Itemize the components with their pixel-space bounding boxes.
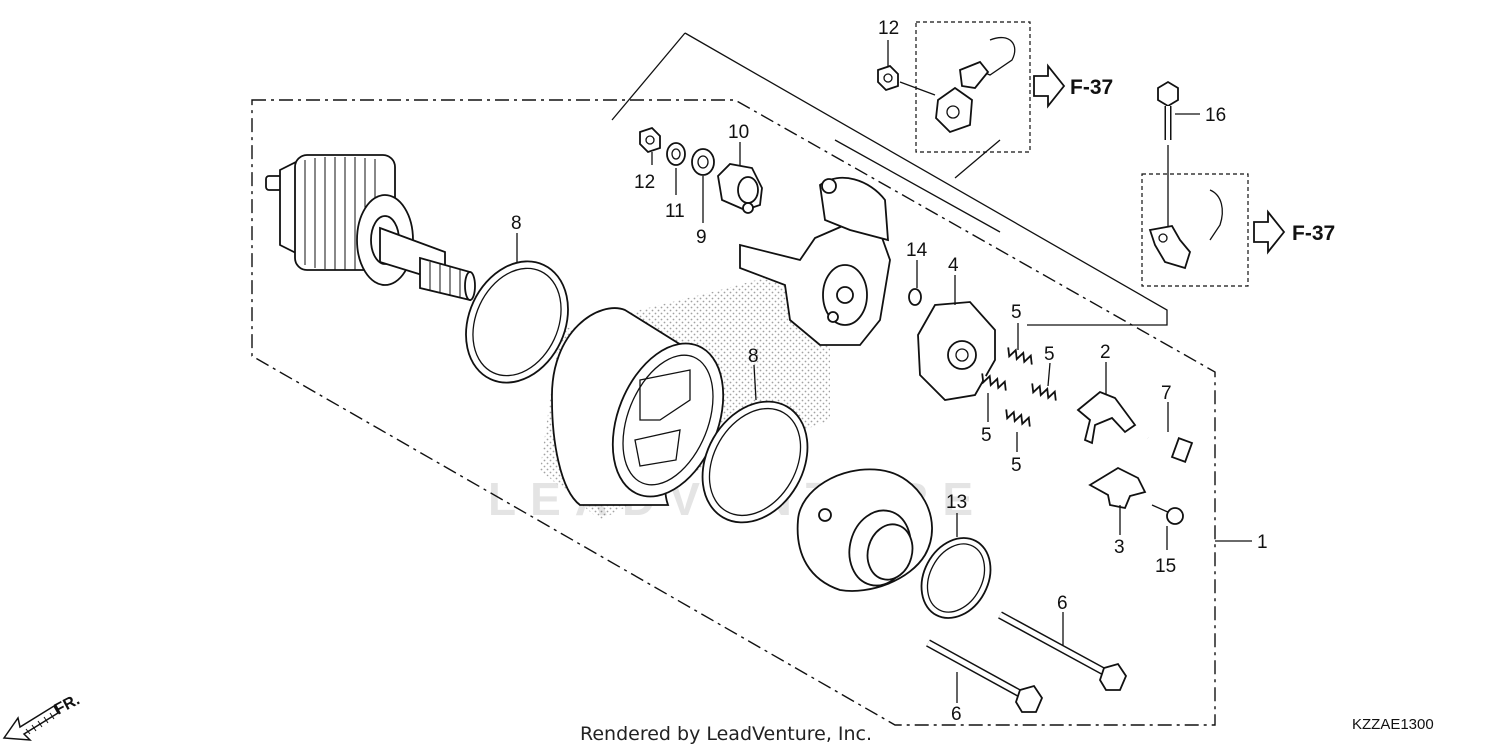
callout-12b[interactable]: 12 [878,18,899,39]
diagram-code: KZZAE1300 [1352,716,1434,733]
callout-16[interactable]: 16 [1205,105,1226,126]
leader-12-upper-link [899,81,936,96]
screw-15[interactable] [1151,504,1184,525]
nut-12-lower[interactable] [639,126,661,154]
callout-15[interactable]: 15 [1155,556,1176,577]
o-ring-14[interactable] [908,288,922,306]
brush-holder[interactable] [917,301,996,401]
callout-7[interactable]: 7 [1161,383,1172,404]
nut-12-upper[interactable] [877,64,899,92]
callout-6a[interactable]: 6 [1057,593,1068,614]
rendered-by-text: Rendered by LeadVenture, Inc. [580,723,872,745]
front-direction-arrow-icon [2,704,60,741]
cable-ref-box-middle [1141,173,1249,287]
callout-5c[interactable]: 5 [981,425,992,446]
brush-terminal-3[interactable] [1088,466,1147,510]
screw-7[interactable] [1147,436,1194,463]
callout-14[interactable]: 14 [906,240,928,261]
spring-5a[interactable] [1005,347,1034,365]
armature[interactable] [265,154,476,302]
callout-5d[interactable]: 5 [1011,455,1022,476]
callout-10[interactable]: 10 [728,122,749,143]
leader-lines [516,40,1200,703]
washer-9[interactable] [691,148,715,176]
o-ring-right[interactable] [681,383,828,542]
callout-5b[interactable]: 5 [1044,344,1055,365]
o-ring-13[interactable] [908,526,1004,630]
assembly-boundary [251,99,1216,726]
callout-8a[interactable]: 8 [511,213,522,234]
starter-cable-terminal [935,36,1016,134]
bolt-16[interactable] [1157,80,1179,140]
callout-1[interactable]: 1 [1257,532,1268,553]
callout-12a[interactable]: 12 [634,172,655,193]
callout-11[interactable]: 11 [665,201,685,222]
insulator-10[interactable] [717,163,763,214]
rear-cover[interactable] [739,176,891,346]
reference-arrow-middle[interactable]: F-37 [1253,209,1335,255]
yoke-housing[interactable] [551,307,744,513]
spring-5c[interactable] [979,373,1008,391]
o-ring-left[interactable] [447,245,587,400]
through-bolt-6-upper[interactable] [998,611,1128,691]
ground-cable-terminal [1148,189,1223,270]
subassembly-boundary [611,32,1168,326]
front-cover[interactable] [796,468,933,592]
reference-arrow-upper[interactable]: F-37 [1033,63,1113,109]
callout-3[interactable]: 3 [1114,537,1125,558]
callout-5a[interactable]: 5 [1011,302,1022,323]
callout-9[interactable]: 9 [696,227,707,248]
callout-2[interactable]: 2 [1100,342,1111,363]
ref-label-upper[interactable]: F-37 [1070,76,1113,99]
through-bolt-6-lower[interactable] [926,639,1044,713]
callout-8b[interactable]: 8 [748,346,759,367]
brush-terminal-2[interactable] [1076,390,1137,445]
spring-5d[interactable] [1003,409,1032,427]
callout-13[interactable]: 13 [946,492,967,513]
ref-label-middle[interactable]: F-37 [1292,222,1335,245]
washer-11[interactable] [666,142,686,166]
callout-6b[interactable]: 6 [951,704,962,725]
leader-cable-upper [954,139,1001,179]
cable-ref-box-upper [915,21,1031,153]
spring-5b[interactable] [1029,383,1058,401]
callout-4[interactable]: 4 [948,255,959,276]
